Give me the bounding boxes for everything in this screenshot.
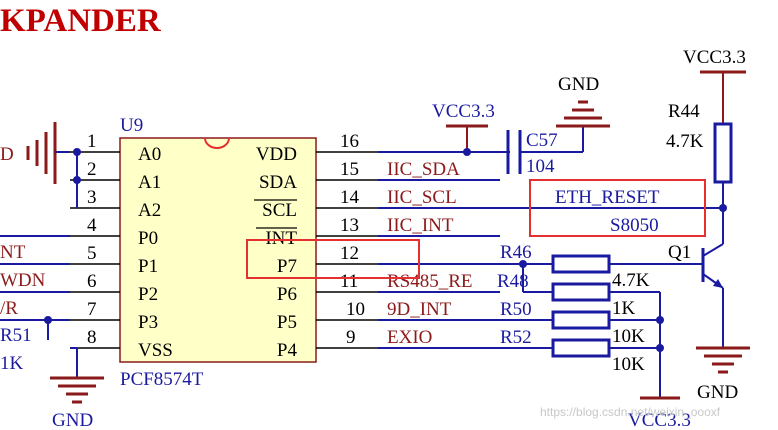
r46-ref: R46 xyxy=(500,242,532,263)
pin-name: P4 xyxy=(277,340,298,361)
pin-name: VSS xyxy=(138,340,173,361)
gnd-cap-label: GND xyxy=(558,74,599,95)
r52-value: 10K xyxy=(612,354,645,375)
net-iic-sda: IIC_SDA xyxy=(387,159,460,180)
r52-body xyxy=(551,338,611,358)
pin-name: P6 xyxy=(277,284,297,305)
gnd-cap-symbol xyxy=(556,100,610,128)
pin-number: 10 xyxy=(346,299,365,320)
left-resistor-ref: R51 xyxy=(0,325,32,346)
pin-name: A0 xyxy=(138,144,161,165)
eth-s8050-label: S8050 xyxy=(610,215,659,236)
c57-value: 104 xyxy=(526,156,555,177)
r44-body xyxy=(713,122,733,184)
pin-name: A1 xyxy=(138,172,161,193)
p7-highlight-box xyxy=(246,239,420,279)
chip-body xyxy=(119,137,317,363)
eth-reset-box: ETH_RESET S8050 xyxy=(529,179,706,237)
pin-name: SDA xyxy=(259,172,297,193)
pin-number: 12 xyxy=(340,243,359,264)
pin-name: P0 xyxy=(138,228,158,249)
pin-name: P5 xyxy=(277,312,297,333)
vcc-r44-label: VCC3.3 xyxy=(683,47,746,68)
chip-notch xyxy=(204,137,230,149)
pin-number: 16 xyxy=(340,131,359,152)
r50-value: 10K xyxy=(612,326,645,347)
net-label-left: NT xyxy=(0,242,26,263)
eth-reset-label: ETH_RESET xyxy=(555,187,660,208)
pin-number: 5 xyxy=(87,243,97,264)
pin-number: 8 xyxy=(87,327,97,348)
r48-body xyxy=(551,282,611,302)
pin-name: P7 xyxy=(277,256,297,277)
right-pin-lines xyxy=(316,151,378,349)
c57-ref: C57 xyxy=(526,130,558,151)
r50-ref: R50 xyxy=(500,299,532,320)
vcc-chip-label: VCC3.3 xyxy=(432,101,495,122)
pin-number: 13 xyxy=(340,215,359,236)
r46-body xyxy=(551,254,611,274)
net-rs485-re: RS485_RE xyxy=(387,271,473,292)
chip-u9: U9 PCF8574T 1 A0 2 A1 3 xyxy=(70,115,378,390)
gnd-chip-symbol xyxy=(50,376,104,404)
pin-number: 15 xyxy=(340,159,359,180)
pin-number: 1 xyxy=(87,131,97,152)
left-wiring: D NT WDN /R R51 1K GND xyxy=(0,122,104,430)
pin-name: P2 xyxy=(138,284,158,305)
r48-ref: R48 xyxy=(497,271,529,292)
q1-ref: Q1 xyxy=(668,242,691,263)
r46-value: 4.7K xyxy=(612,270,650,291)
eth-highlight-box xyxy=(529,179,706,237)
net-iic-int: IIC_INT xyxy=(387,215,454,236)
pin-number: 3 xyxy=(87,187,97,208)
net-iic-scl: IIC_SCL xyxy=(387,187,457,208)
pin-number: 2 xyxy=(87,159,97,180)
gnd-chip-label: GND xyxy=(52,410,93,430)
net-label-left: WDN xyxy=(0,270,46,291)
pin-name: INT xyxy=(265,228,297,249)
chip-part: PCF8574T xyxy=(120,369,204,390)
pin-number: 9 xyxy=(346,327,356,348)
pin-number: 6 xyxy=(87,271,97,292)
r52-ref: R52 xyxy=(500,327,532,348)
pin-name: P3 xyxy=(138,312,158,333)
pin-number: 14 xyxy=(340,187,360,208)
gnd-left-symbol xyxy=(26,122,57,184)
net-exio: EXIO xyxy=(387,327,432,348)
net-label-left: /R xyxy=(0,298,18,319)
pin-number: 11 xyxy=(340,271,358,292)
pin-name: A2 xyxy=(138,200,161,221)
r50-body xyxy=(551,310,611,330)
section-title: KPANDER xyxy=(0,3,162,39)
gnd-transistor-symbol xyxy=(696,346,750,374)
vcc-bottom-label: VCC3.3 xyxy=(628,410,691,430)
r48-value: 1K xyxy=(612,298,636,319)
net-9d-int: 9D_INT xyxy=(387,299,452,320)
watermark: https://blog.csdn.net/weixin_oooxf xyxy=(540,405,721,419)
pin-name: P1 xyxy=(138,256,158,277)
r44-ref: R44 xyxy=(668,101,700,122)
left-resistor-value: 1K xyxy=(0,353,24,374)
pin-name: VDD xyxy=(256,144,297,165)
right-wiring: VCC3.3 C57 104 GND IIC_SDA IIC_SCL IIC_I… xyxy=(378,74,700,430)
pin-number: 7 xyxy=(87,299,97,320)
net-label-left: D xyxy=(0,144,14,165)
chip-ref: U9 xyxy=(120,115,143,136)
capacitor-c57: C57 104 xyxy=(506,126,584,177)
resistor-bank xyxy=(551,254,611,358)
gnd-transistor-label: GND xyxy=(697,382,738,403)
r44-value: 4.7K xyxy=(666,131,704,152)
pin-name: SCL xyxy=(262,200,297,221)
pin-number: 4 xyxy=(87,215,97,236)
